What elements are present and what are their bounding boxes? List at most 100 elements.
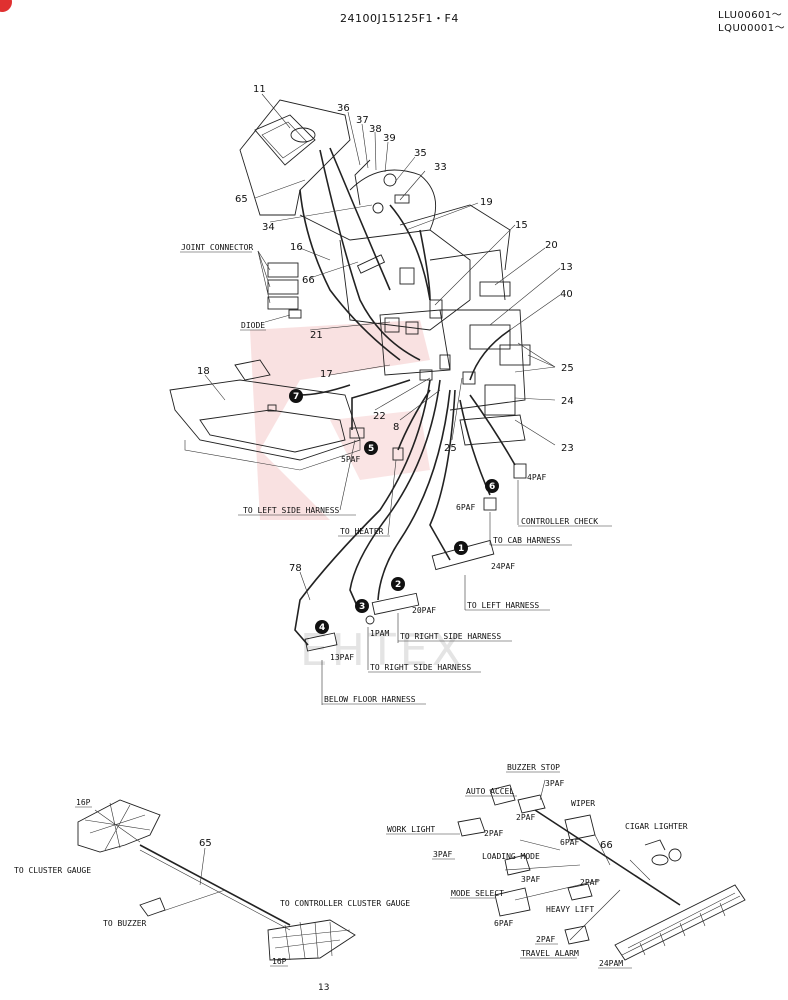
- doc-code: 24100J15125F1・F4: [340, 12, 459, 25]
- part-18: 18: [197, 366, 210, 377]
- cigar-lighter: CIGAR LIGHTER: [625, 822, 688, 831]
- mode-select-connector: [494, 887, 531, 917]
- cigar-lighter-part: [651, 854, 669, 866]
- paf5-label: 5PAF: [341, 455, 360, 464]
- callout-1-label: 1: [458, 544, 464, 554]
- callout-6: [485, 479, 499, 493]
- paf3-buzzer: 3PAF: [545, 779, 564, 788]
- part-17: 17: [320, 369, 333, 380]
- connector-20paf: [371, 592, 420, 615]
- pam24-label: 24PAM: [599, 959, 623, 968]
- joint-connector-b: [267, 279, 299, 295]
- page-number: 13: [318, 983, 330, 993]
- to-right-side-harness-2: TO RIGHT SIDE HARNESS: [370, 663, 471, 672]
- to-right-side-harness-1: TO RIGHT SIDE HARNESS: [400, 632, 501, 641]
- pam1-label: 1PAM: [370, 629, 389, 638]
- auto-accel: AUTO ACCEL: [466, 787, 514, 796]
- buzzer-stop-connector: [489, 784, 516, 806]
- part-37: 37: [356, 115, 369, 126]
- callout-3-label: 3: [359, 602, 365, 612]
- paf2-auto-accel: 2PAF: [516, 813, 535, 822]
- callout-2-label: 2: [395, 580, 401, 590]
- to-buzzer: TO BUZZER: [103, 919, 147, 928]
- part-34: 34: [262, 222, 275, 233]
- part-78: 78: [289, 563, 302, 574]
- connector-callouts: 1 2 3 4 5 6 7: [289, 389, 499, 634]
- callout-1: [454, 541, 468, 555]
- heavy-lift: HEAVY LIFT: [546, 905, 594, 914]
- to-cluster-gauge: TO CLUSTER GAUGE: [14, 866, 91, 875]
- pin16-top: 16P: [76, 798, 91, 807]
- paf2-heavy-lift: 2PAF: [580, 878, 599, 887]
- to-left-side-harness: TO LEFT SIDE HARNESS: [243, 506, 340, 515]
- buzzer-connector: [139, 897, 166, 917]
- paf3-work-light: 3PAF: [433, 850, 452, 859]
- main-labels: JOINT CONNECTOR DIODE 5PAF 4PAF 6PAF 24P…: [181, 243, 598, 704]
- paf4-label: 4PAF: [527, 473, 546, 482]
- heavy-lift-connector: [567, 883, 593, 901]
- paf13-label: 13PAF: [330, 653, 354, 662]
- joint-connector-label: JOINT CONNECTOR: [181, 243, 253, 252]
- callout-2: [391, 577, 405, 591]
- part-20: 20: [545, 240, 558, 251]
- paf2-travel-alarm: 2PAF: [536, 935, 555, 944]
- connector-16p-right: [267, 919, 356, 961]
- callout-3: [355, 599, 369, 613]
- connector-13paf: [304, 632, 338, 652]
- to-cab-harness: TO CAB HARNESS: [493, 536, 561, 545]
- part-25-a: 25: [561, 363, 574, 374]
- paf24-label: 24PAF: [491, 562, 515, 571]
- diode-part: [288, 309, 302, 319]
- work-light-connector: [457, 817, 486, 837]
- paf6-mode-select: 6PAF: [494, 919, 513, 928]
- wiper-connector: [564, 814, 596, 841]
- below-floor-harness: BELOW FLOOR HARNESS: [324, 695, 416, 704]
- travel-alarm: TRAVEL ALARM: [521, 949, 579, 958]
- part-35: 35: [414, 148, 427, 159]
- leader-lines: [204, 93, 561, 705]
- part-33: 33: [434, 162, 447, 173]
- auto-accel-connector: [517, 794, 546, 814]
- part-numbers: 11 36 37 38 39 35 33 65 34 19 15 16 20 6…: [197, 84, 574, 574]
- part-21: 21: [310, 330, 323, 341]
- part-66-detail: 66: [600, 840, 613, 851]
- part-65-detail: 65: [199, 838, 212, 849]
- part-24: 24: [561, 396, 574, 407]
- part-19: 19: [480, 197, 493, 208]
- part-25-b: 25: [444, 443, 457, 454]
- callout-5: [364, 441, 378, 455]
- to-controller-cluster-gauge: TO CONTROLLER CLUSTER GAUGE: [280, 899, 410, 908]
- paf20-label: 20PAF: [412, 606, 436, 615]
- loading-mode: LOADING MODE: [482, 852, 540, 861]
- serial-range-1: LLU00601〜: [718, 10, 783, 21]
- controller-check: CONTROLLER CHECK: [521, 517, 598, 526]
- part-16: 16: [290, 242, 303, 253]
- paf2-work-light: 2PAF: [484, 829, 503, 838]
- pin16-bottom: 16P: [272, 957, 287, 966]
- harness-65-detail: 65 16P 16P TO CLUSTER GAUGE TO BUZZER TO…: [14, 798, 410, 967]
- connector-4paf: [513, 463, 527, 479]
- work-light: WORK LIGHT: [387, 825, 435, 834]
- paf3-loading: 3PAF: [521, 875, 540, 884]
- harness-66-detail: 66 BUZZER STOP AUTO ACCEL 3PAF 2PAF WIPE…: [386, 763, 746, 969]
- callout-7-label: 7: [293, 392, 299, 402]
- to-left-harness: TO LEFT HARNESS: [467, 601, 539, 610]
- to-heater: TO HEATER: [340, 527, 384, 536]
- cab-outline: [169, 99, 531, 652]
- part-39: 39: [383, 133, 396, 144]
- callout-6-label: 6: [489, 482, 495, 492]
- callout-4-label: 4: [319, 623, 325, 633]
- callout-5-label: 5: [368, 444, 374, 454]
- part-15: 15: [515, 220, 528, 231]
- callout-7: [289, 389, 303, 403]
- part-23: 23: [561, 443, 574, 454]
- mode-select: MODE SELECT: [451, 889, 504, 898]
- watermark-logo: EHTEX: [250, 320, 462, 676]
- part-36: 36: [337, 103, 350, 114]
- part-40: 40: [560, 289, 573, 300]
- connector-6paf: [483, 497, 497, 511]
- part-65: 65: [235, 194, 248, 205]
- loading-mode-connector: [504, 854, 531, 876]
